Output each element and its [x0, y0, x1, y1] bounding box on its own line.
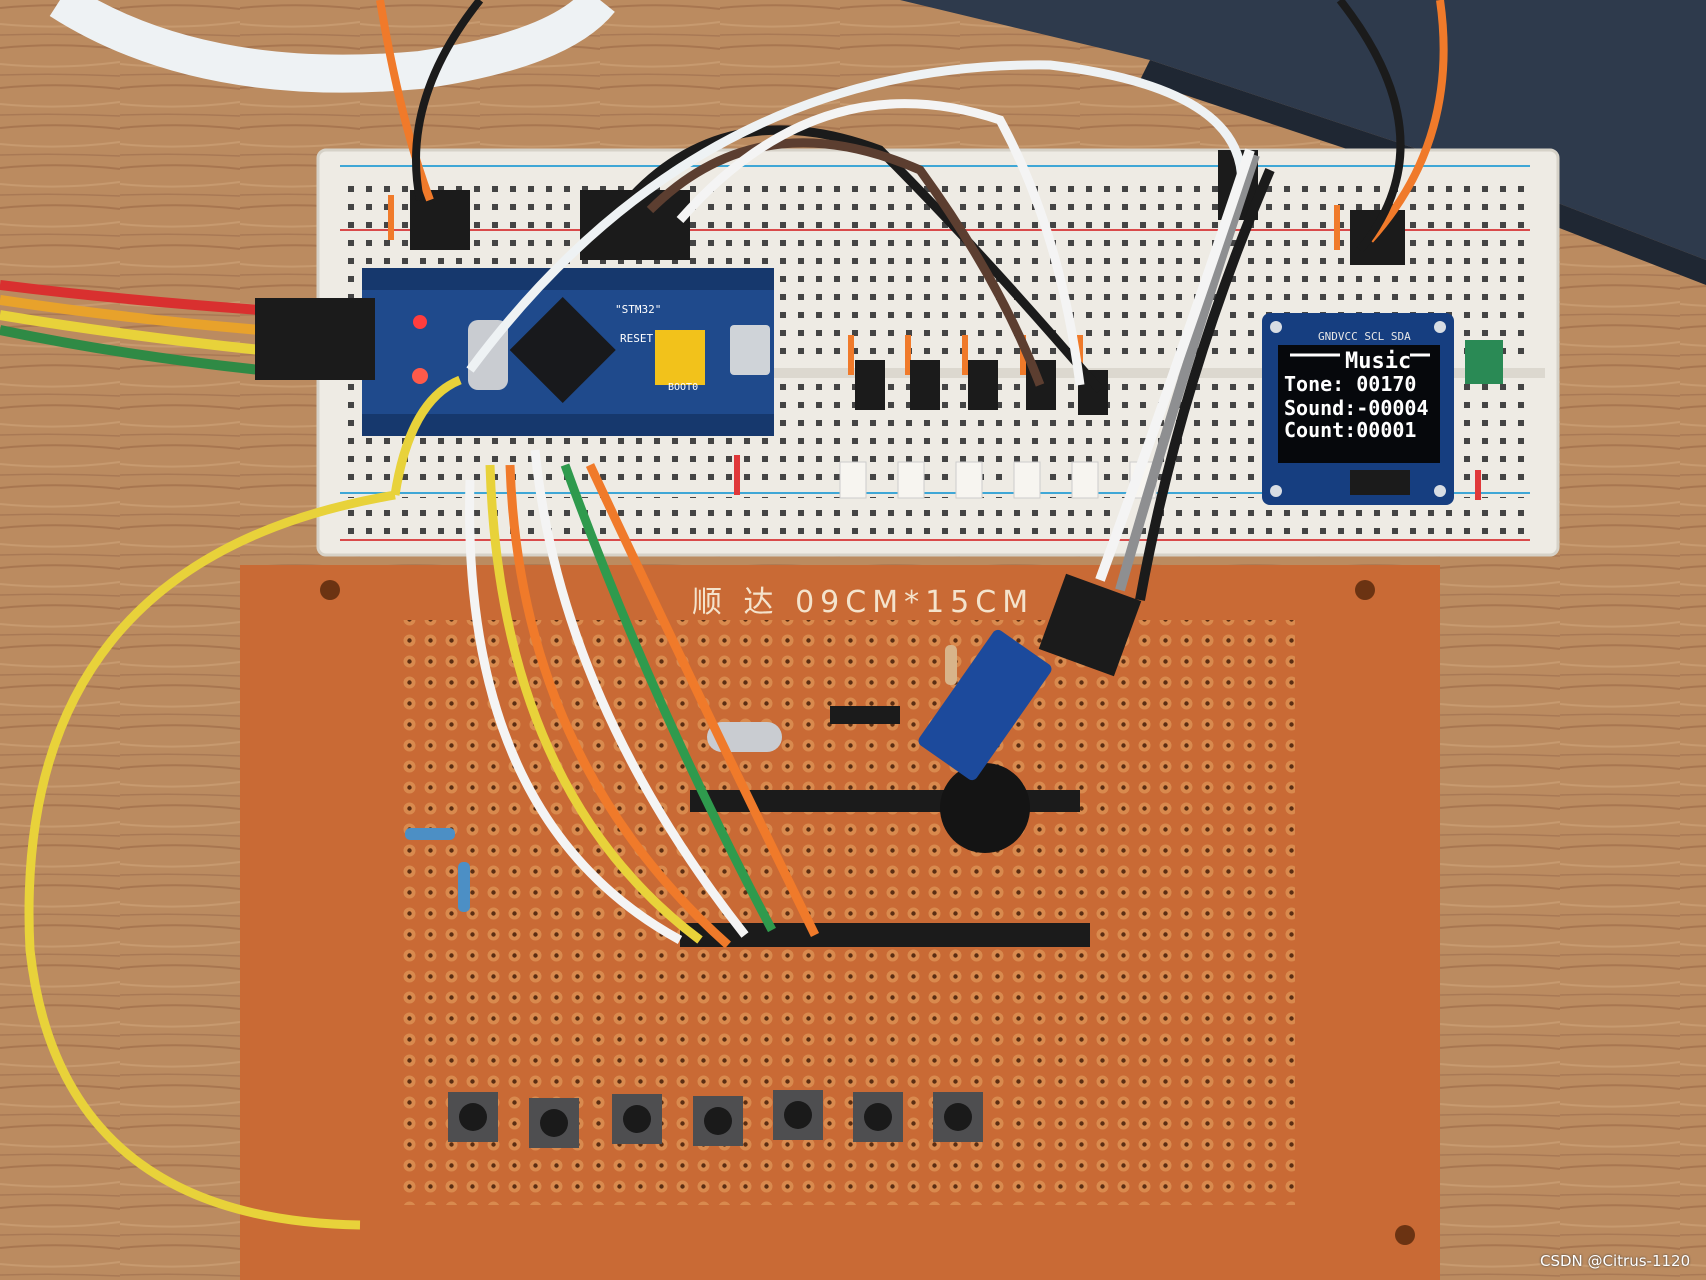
laptop-corner — [900, 0, 1706, 260]
stm32-board — [362, 268, 774, 436]
oled-title: Music — [1345, 349, 1412, 374]
perfboard — [240, 565, 1440, 1280]
breadboard — [316, 148, 1560, 557]
perfboard-brand-label: 顺 达 09CM*15CM — [692, 585, 1035, 620]
breadboard-button-5 — [1071, 461, 1099, 499]
oled-pin-labels: GNDVCC SCL SDA — [1318, 330, 1411, 343]
breadboard-button-4 — [1013, 461, 1041, 499]
oled-module — [1262, 313, 1454, 505]
left-connector — [255, 298, 375, 380]
boot-label: BOOT0 — [668, 382, 699, 393]
white-usb-cable — [49, 0, 615, 93]
oled-tone-readout: Tone: 00170 — [1284, 372, 1417, 396]
breadboard-button-3 — [955, 461, 983, 499]
sensor-connector — [1038, 573, 1142, 677]
oled-count-readout: Count:00001 — [1284, 418, 1417, 442]
usb-port — [730, 325, 770, 375]
mcu-chip-label: "STM32" — [615, 303, 662, 316]
watermark: CSDN @Citrus-1120 — [1540, 1252, 1691, 1270]
breadboard-button-2 — [897, 461, 925, 499]
buzzer — [940, 763, 1030, 853]
oled-sound-readout: Sound:-00004 — [1284, 396, 1429, 420]
breadboard-button-1 — [839, 461, 867, 499]
socket-lower — [680, 923, 1090, 947]
oled-screen — [1278, 345, 1440, 463]
reset-label: RESET — [620, 332, 654, 345]
boot-jumper — [655, 330, 705, 385]
sound-sensor-module — [918, 629, 1052, 781]
